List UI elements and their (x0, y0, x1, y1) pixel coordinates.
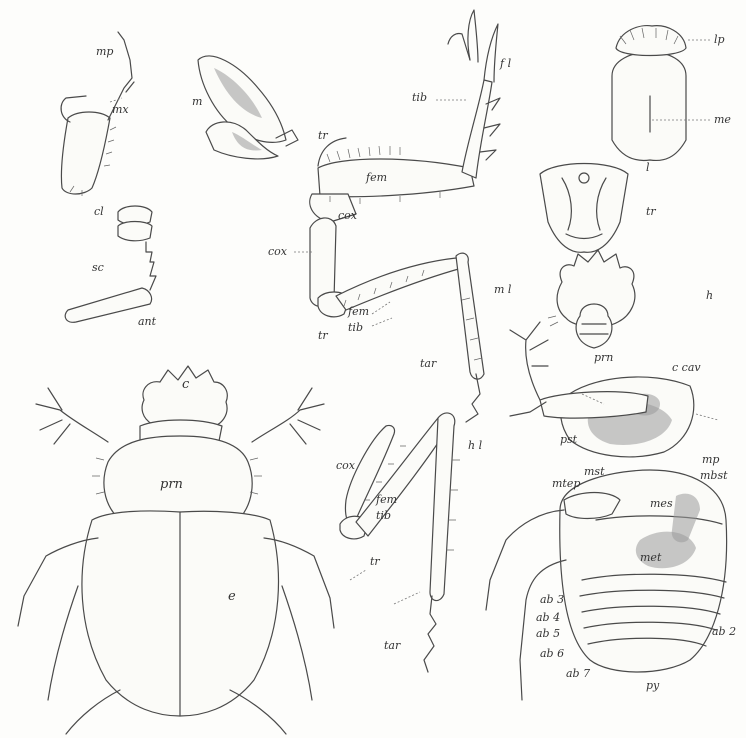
label-py: py (646, 680, 659, 691)
label-tr-foreleg: tr (318, 130, 328, 141)
label-cox-midleg: cox (268, 246, 287, 257)
label-ccav: c cav (672, 362, 701, 373)
labrum-figure (540, 164, 628, 253)
label-mbst: mbst (700, 470, 728, 481)
label-h: h (706, 290, 713, 301)
label-fem-midleg: fem (348, 306, 369, 317)
midleg-figure (310, 218, 484, 422)
label-tr-labrum: tr (646, 206, 656, 217)
label-mp-ventral: mp (702, 454, 719, 465)
label-e: e (228, 590, 236, 603)
label-mx: mx (112, 104, 129, 115)
label-cox-foreleg: cox (338, 210, 357, 221)
head-figure (548, 250, 635, 348)
label-fem-foreleg: fem (366, 172, 387, 183)
label-ab7: ab 7 (566, 668, 590, 679)
label-ab3: ab 3 (540, 594, 564, 605)
ventral-abdomen-figure (486, 470, 727, 700)
label-sc: sc (92, 262, 104, 273)
label-pst: pst (560, 434, 577, 445)
label-mtep: mtep (552, 478, 580, 489)
labium-figure (612, 26, 712, 161)
label-mst: mst (584, 466, 605, 477)
label-tib-hindleg: tib (376, 510, 391, 521)
label-ab4: ab 4 (536, 612, 560, 623)
label-me: me (714, 114, 731, 125)
label-fem-hindleg: fem (376, 494, 397, 505)
label-ab5: ab 5 (536, 628, 560, 639)
antenna-figure (65, 206, 156, 322)
hindleg-figure (340, 413, 460, 672)
label-ab6: ab 6 (540, 648, 564, 659)
label-tar-midleg: tar (420, 358, 436, 369)
label-prn-ventral: prn (594, 352, 613, 363)
mandible-figure (198, 56, 298, 159)
foreleg-figure (310, 10, 500, 222)
label-mes: mes (650, 498, 673, 509)
label-fl: f l (500, 58, 511, 69)
label-mp: mp (96, 46, 113, 57)
label-cl: cl (94, 206, 104, 217)
label-ab2: ab 2 (712, 626, 736, 637)
label-tib-foreleg: tib (412, 92, 427, 103)
label-lp: lp (714, 34, 725, 45)
label-cox-hindleg: cox (336, 460, 355, 471)
label-m: m (192, 96, 202, 107)
label-ant: ant (138, 316, 156, 327)
label-l: l (646, 162, 650, 173)
label-prn: prn (160, 478, 183, 491)
label-tr-midleg: tr (318, 330, 328, 341)
label-met: met (640, 552, 661, 563)
label-hl: h l (468, 440, 482, 451)
label-ml: m l (494, 284, 511, 295)
label-tib-midleg: tib (348, 322, 363, 333)
beetle-dorsal-figure (18, 366, 334, 734)
label-c: c (182, 378, 189, 391)
label-tar-hindleg: tar (384, 640, 400, 651)
label-tr-hindleg: tr (370, 556, 380, 567)
